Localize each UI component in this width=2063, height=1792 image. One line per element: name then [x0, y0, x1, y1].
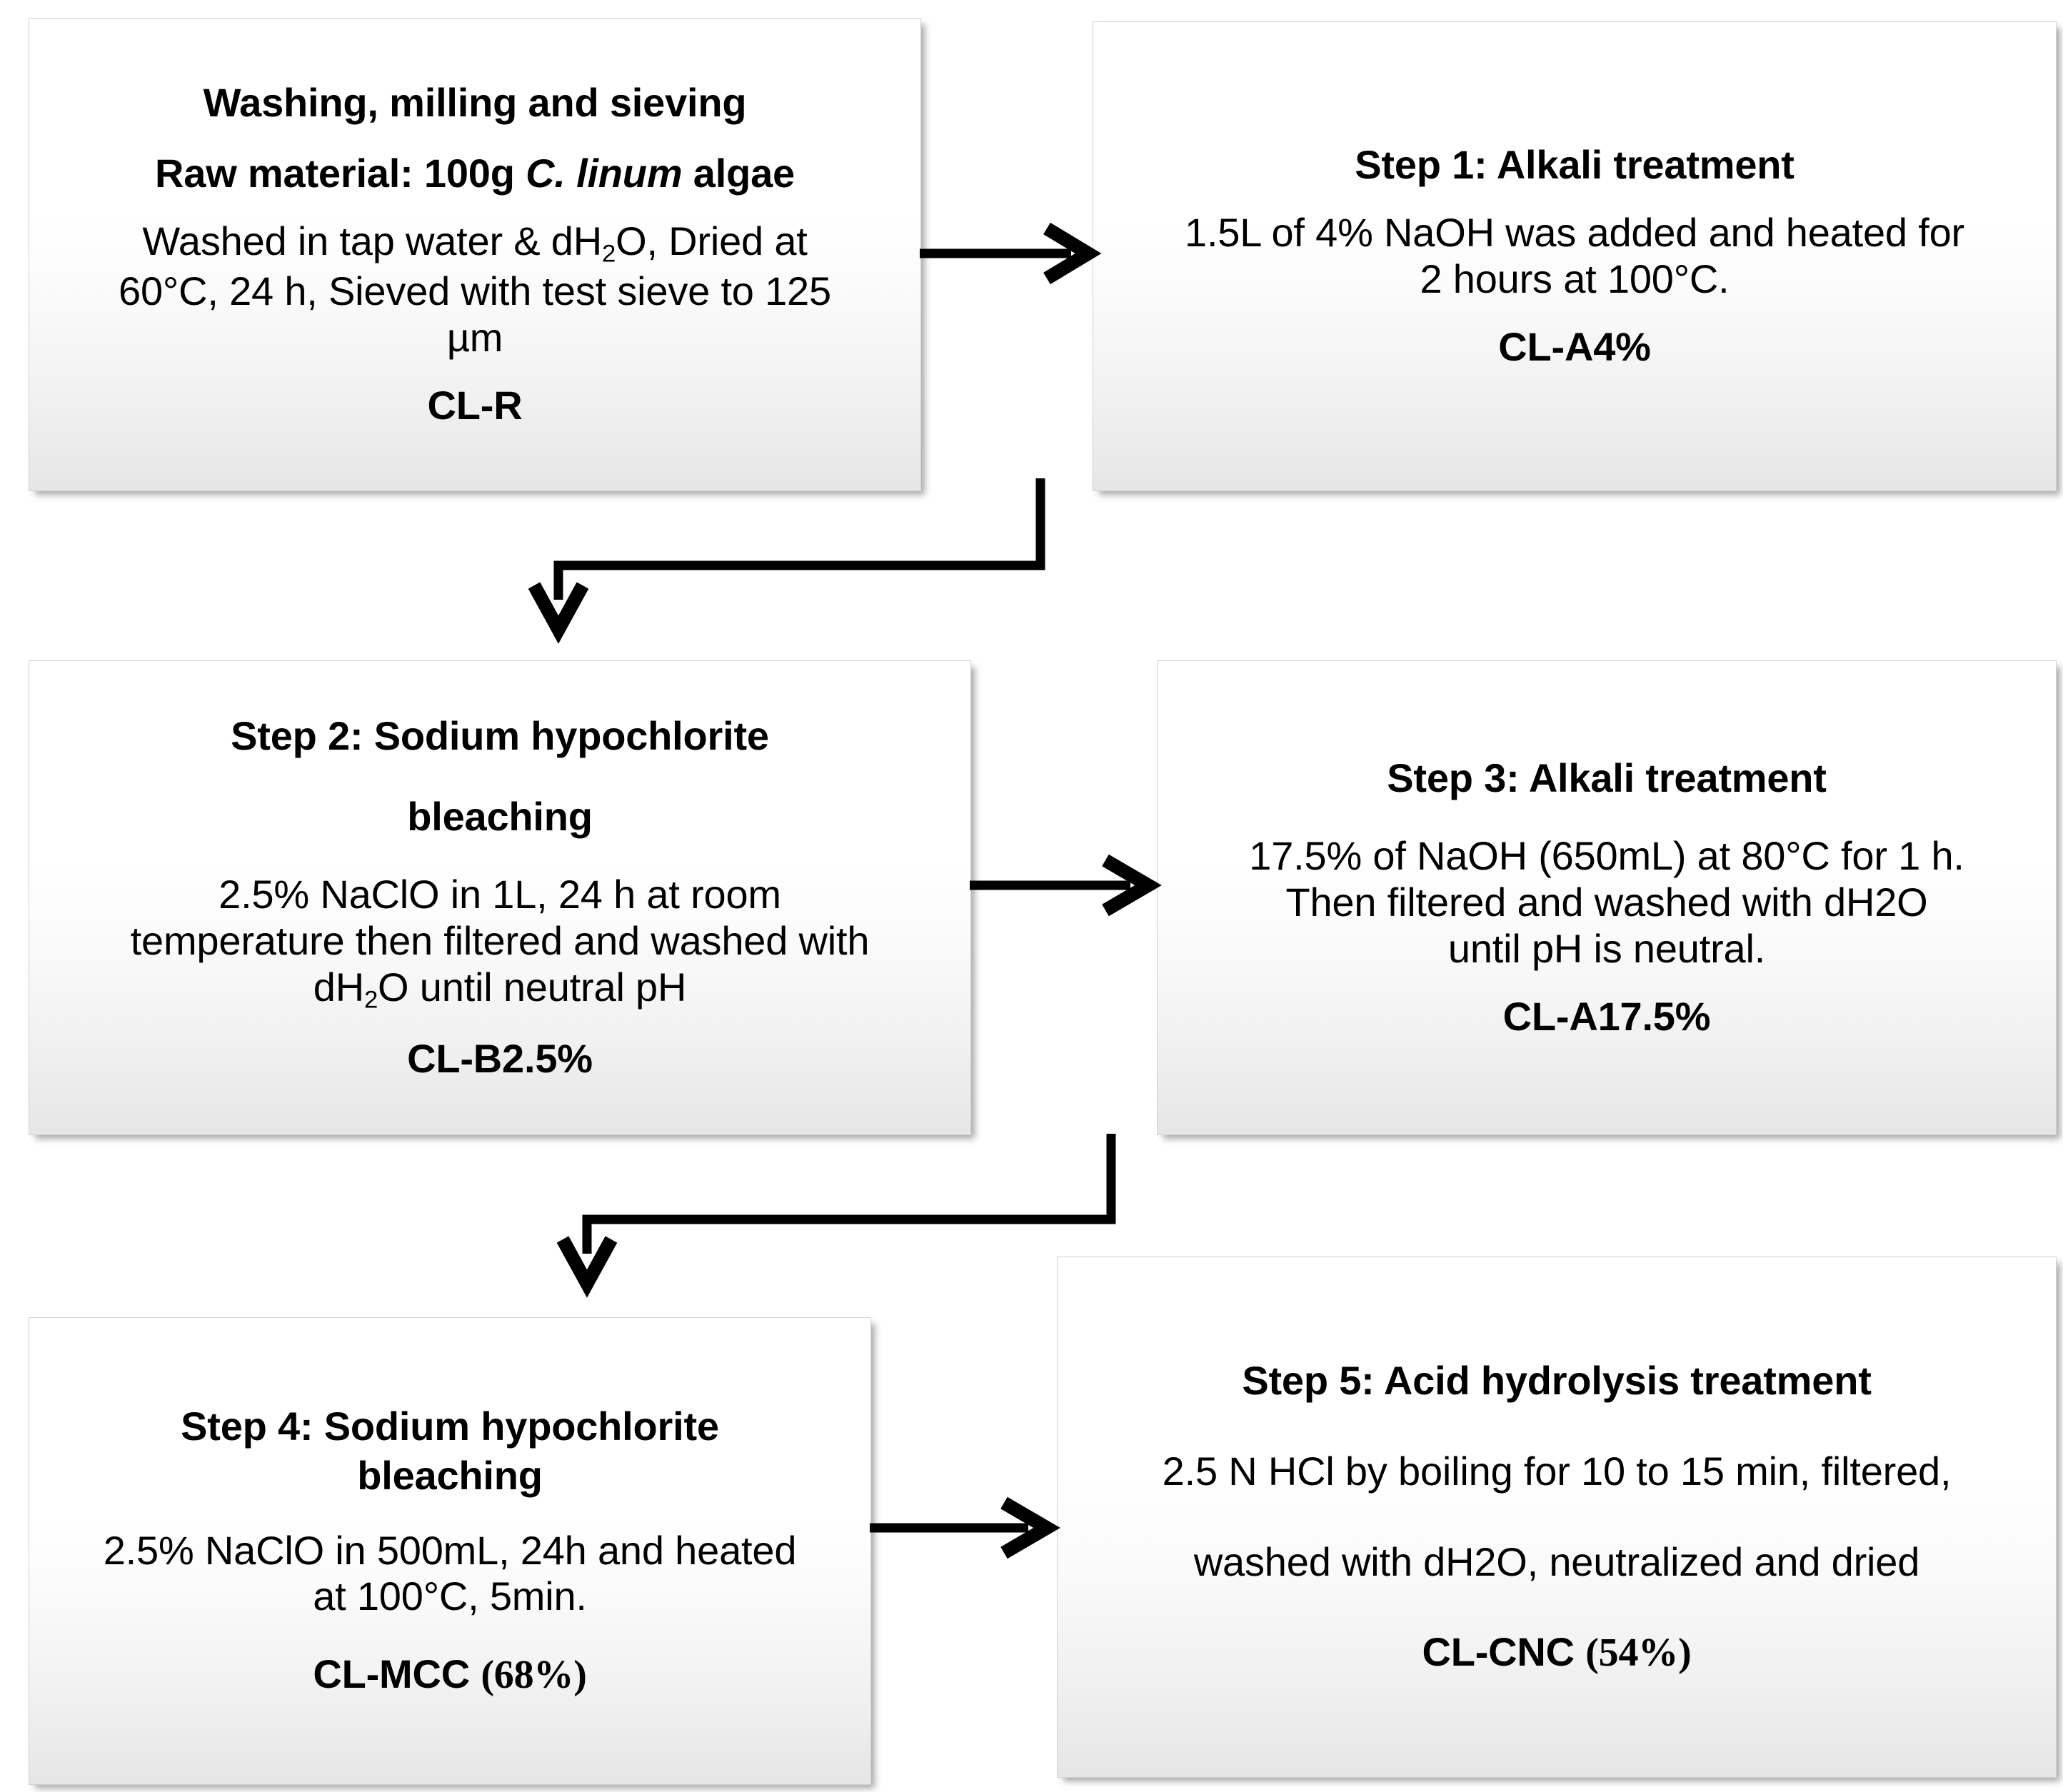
connector-raw-to-step1: [920, 214, 1102, 293]
step-2-heading-line-1: Step 2: Sodium hypochlorite: [231, 713, 769, 759]
raw-material-heading-1: Washing, milling and sieving: [203, 80, 747, 126]
node-step-3[interactable]: Step 3: Alkali treatment 17.5% of NaOH (…: [1157, 660, 2057, 1135]
step-2-heading-line-2: bleaching: [407, 794, 593, 840]
step-2-body-line-3: dH2O until neutral pH: [313, 964, 687, 1014]
connector-step1-to-step2: [528, 478, 1085, 664]
step-1-body-line-1: 1.5L of 4% NaOH was added and heated for: [1185, 210, 1964, 256]
step-1-body-line-2: 2 hours at 100°C.: [1420, 256, 1730, 301]
step-3-heading: Step 3: Alkali treatment: [1387, 755, 1827, 801]
raw-material-heading-2: Raw material: 100g C. linum algae: [155, 151, 795, 196]
step-3-body-line-3: until pH is neutral.: [1447, 925, 1766, 971]
step-4-heading-line-1: Step 4: Sodium hypochlorite: [181, 1403, 719, 1449]
connector-step3-to-step4: [556, 1134, 1128, 1323]
node-step-4[interactable]: Step 4: Sodium hypochlorite bleaching 2.…: [29, 1317, 871, 1785]
node-raw-material[interactable]: Washing, milling and sieving Raw materia…: [29, 18, 921, 491]
node-step-5[interactable]: Step 5: Acid hydrolysis treatment 2.5 N …: [1057, 1257, 2057, 1778]
step-2-label: CL-B2.5%: [407, 1035, 593, 1081]
step-4-body-line-1: 2.5% NaClO in 500mL, 24h and heated: [103, 1527, 797, 1573]
step-3-body-line-1: 17.5% of NaOH (650mL) at 80°C for 1 h.: [1249, 833, 1964, 879]
step-4-label: CL-MCC (68%): [313, 1651, 587, 1698]
raw-material-label: CL-R: [427, 382, 523, 428]
step-4-body-line-2: at 100°C, 5min.: [313, 1574, 587, 1619]
raw-material-body-line-2: 60°C, 24 h, Sieved with test sieve to 12…: [119, 268, 831, 313]
step-1-label: CL-A4%: [1498, 323, 1651, 369]
step-5-body-line-2: washed with dH2O, neutralized and dried: [1193, 1539, 1920, 1584]
step-5-label: CL-CNC (54%): [1422, 1629, 1692, 1676]
connector-step2-to-step3: [970, 846, 1163, 925]
step-5-body-line-1: 2.5 N HCl by boiling for 10 to 15 min, f…: [1162, 1448, 1952, 1494]
step-3-label: CL-A17.5%: [1502, 993, 1711, 1039]
step-5-heading: Step 5: Acid hydrolysis treatment: [1242, 1357, 1872, 1403]
node-step-2[interactable]: Step 2: Sodium hypochlorite bleaching 2.…: [29, 660, 971, 1135]
raw-material-body-line-3: µm: [446, 314, 503, 360]
raw-material-body-line-1: Washed in tap water & dH2O, Dried at: [142, 218, 808, 268]
step-1-heading: Step 1: Alkali treatment: [1355, 142, 1795, 188]
step-2-body-line-1: 2.5% NaClO in 1L, 24 h at room: [219, 871, 781, 917]
connector-step4-to-step5: [870, 1489, 1066, 1567]
step-4-heading-line-2: bleaching: [357, 1452, 543, 1498]
step-3-body-line-2: Then filtered and washed with dH2O: [1285, 880, 1928, 925]
node-step-1[interactable]: Step 1: Alkali treatment 1.5L of 4% NaOH…: [1093, 21, 2057, 491]
step-2-body-line-2: temperature then filtered and washed wit…: [130, 917, 870, 963]
